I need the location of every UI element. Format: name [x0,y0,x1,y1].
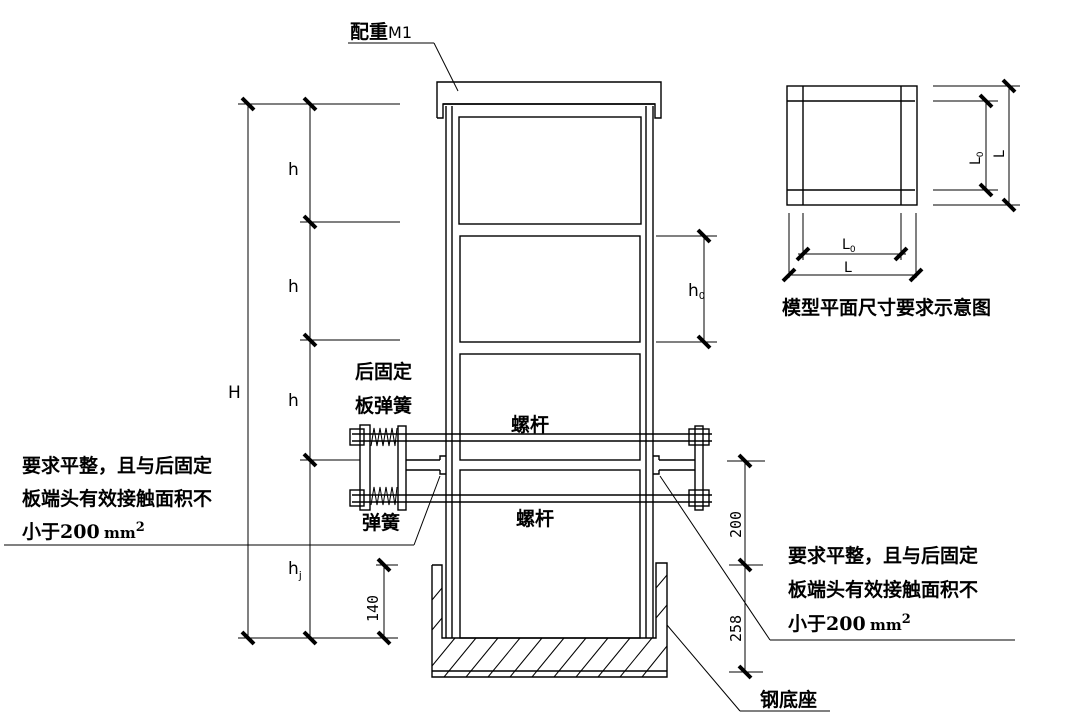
right-note: 要求平整，且与后固定 板端头有效接触面积不 小于200 [788,544,985,635]
left-note: 要求平整，且与后固定 板端头有效接触面积不 小于200 [22,454,219,543]
screw-rod-label-bottom: 螺杆 [516,507,554,530]
panel-story-2 [459,353,641,461]
plan-dim-L-horizontal: L [844,260,852,276]
plan-dim-L0-vertical: L0 [968,151,986,165]
screw-rod-label-top: 螺杆 [511,413,549,436]
dim-base-height: hj [288,559,302,582]
dim-200: 200 [727,511,745,538]
plan-dim-L0-horizontal: L0 [842,237,856,255]
dim-story-height-1: h [288,160,299,180]
dim-140-line [376,557,398,646]
height-dimension-chain [238,96,400,646]
left-note-leader [4,475,441,546]
plan-dim-L-vertical: L [992,150,1008,158]
dim-200-258-line [727,453,765,680]
counterweight-leader [348,42,459,92]
steel-base [431,562,668,678]
dim-total-height: H [228,383,241,403]
steel-base-leader [666,624,830,712]
counterweight-m1 [436,81,662,119]
plan-dim-horizontal [781,213,924,283]
right-note-unit: mm2 [870,612,911,634]
dim-story-height-2: h [288,277,299,297]
left-spring-assembly [330,424,446,511]
panel-story-4 [458,116,642,225]
screw-rods [352,433,712,503]
rear-fixed-plate-spring-label: 后固定板弹簧 [355,360,412,417]
steel-base-label: 钢底座 [760,688,817,711]
model-frame [445,106,654,639]
spring-label: 弹簧 [362,511,400,534]
dim-story-height-3: h [288,391,299,411]
dim-258: 258 [727,615,745,642]
plan-view [786,85,918,206]
plan-caption: 模型平面尺寸要求示意图 [782,296,991,319]
dim-clear-height: h0 [688,281,705,302]
dim-140: 140 [364,595,382,622]
panel-story-3 [459,235,641,343]
dim-clear-height-line [656,228,717,350]
left-note-unit: mm2 [104,520,145,542]
right-note-leader [659,475,1015,641]
right-end-plate-assembly [653,425,710,511]
counterweight-label: 配重M1 [350,21,412,43]
plan-dim-vertical [933,78,1020,213]
